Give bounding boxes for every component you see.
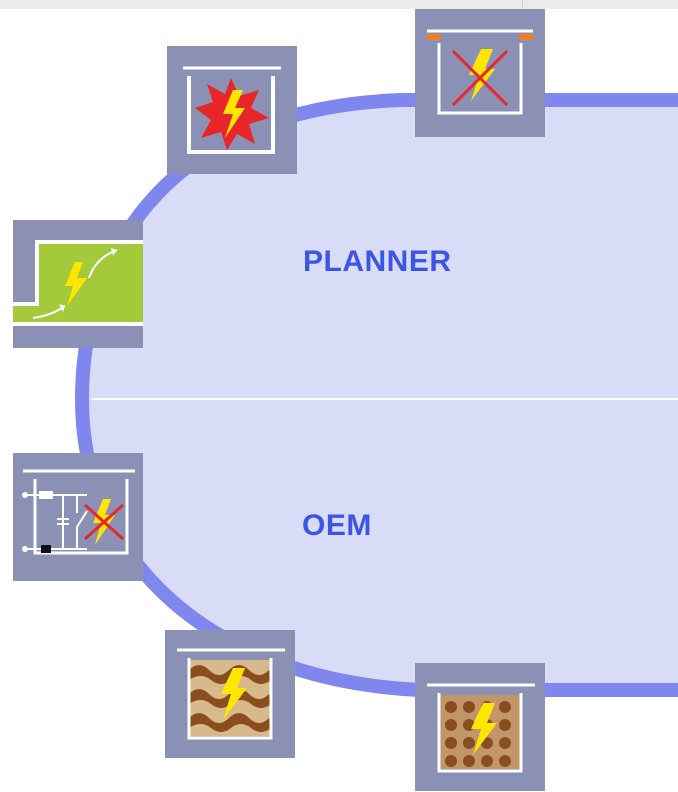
circuit-protection-icon — [13, 453, 143, 581]
top-toolbar-strip — [0, 0, 678, 9]
no-arc-protection-icon — [415, 9, 545, 137]
toolbar-divider — [522, 0, 523, 9]
oem-label: OEM — [302, 509, 372, 542]
planner-label: PLANNER — [303, 245, 452, 278]
ellipse-region — [74, 93, 678, 697]
explosion-protection-icon — [167, 46, 297, 174]
transfer-switch-icon — [13, 220, 143, 348]
soil-layers-icon — [165, 630, 295, 758]
soil-particles-icon — [415, 663, 545, 791]
